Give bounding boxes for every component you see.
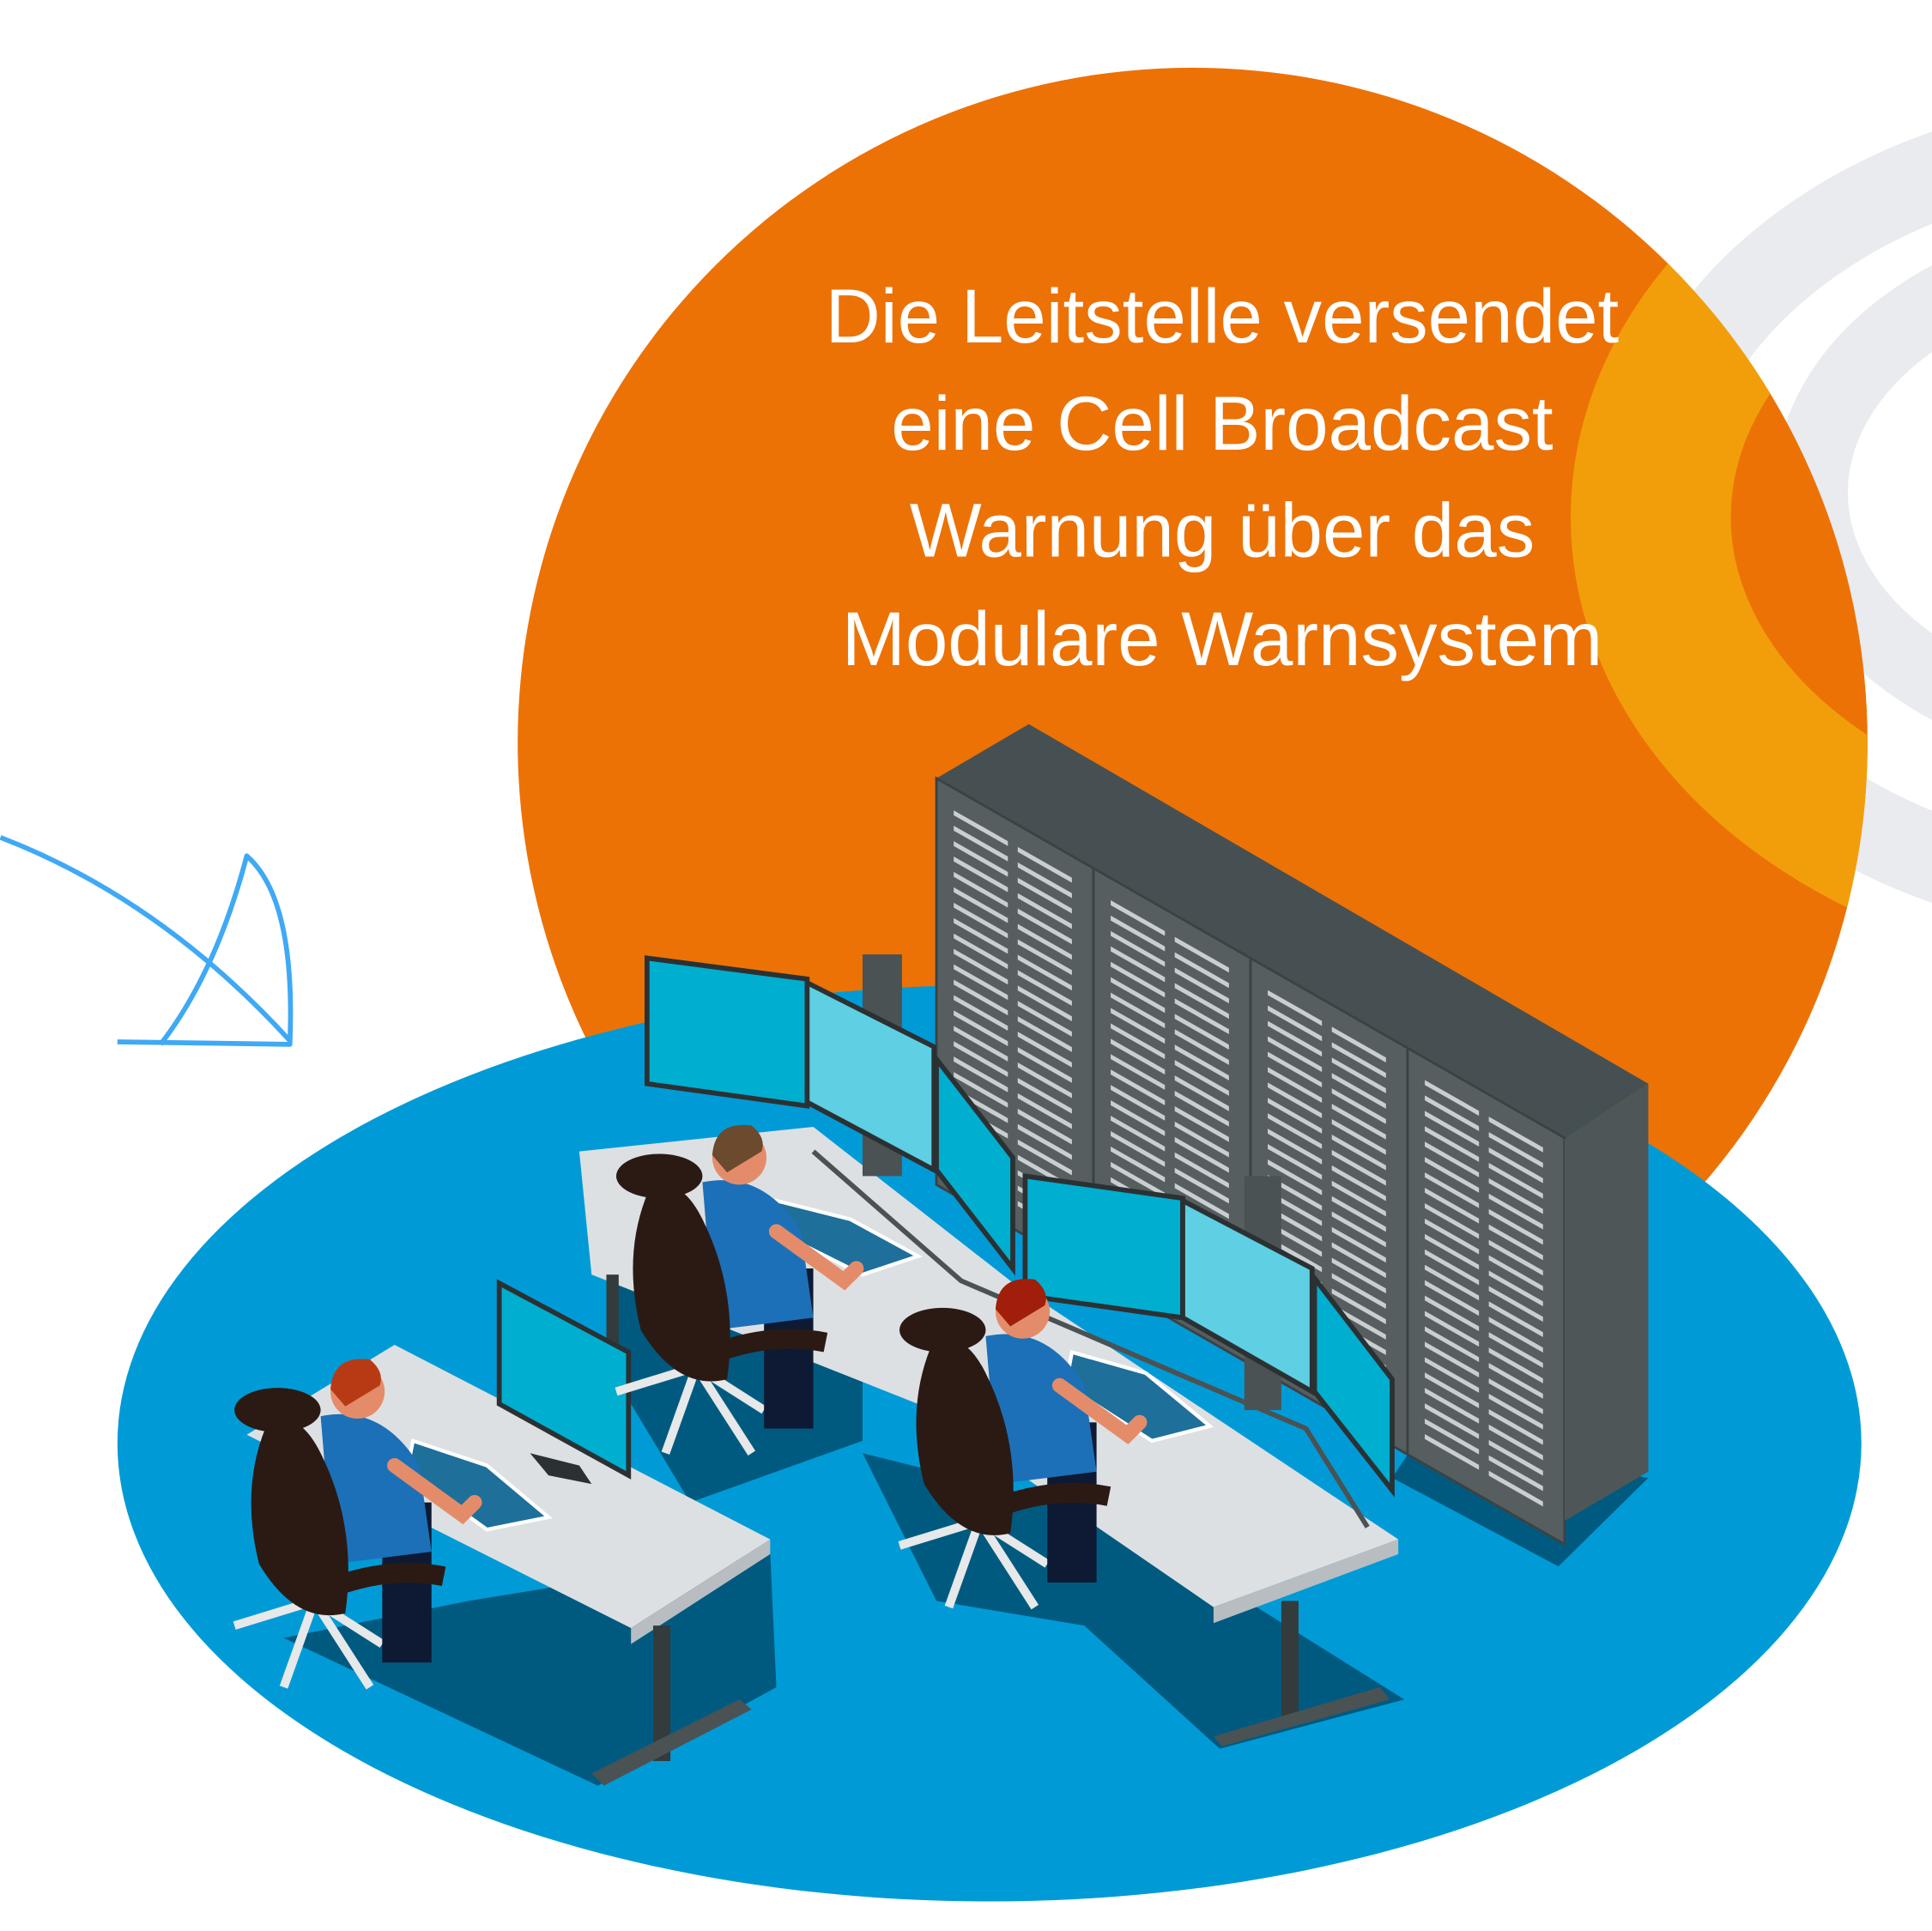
operator (898, 1279, 1148, 1610)
monitors (496, 954, 1395, 1498)
headline-line-2: eine Cell Broadcast (891, 380, 1553, 466)
headline-line-1: Die Leitstelle versendet (826, 273, 1620, 359)
headline: Die Leitstelle versendet eine Cell Broad… (826, 273, 1620, 681)
server-rack (1406, 1045, 1566, 1547)
signal-arcs-inside-circle (1571, 67, 1868, 979)
arrow-icon (0, 835, 294, 1047)
headline-line-3: Warnung über das (910, 487, 1535, 573)
monitor-screen (644, 955, 810, 1109)
operators (233, 1124, 1148, 1690)
headline-line-4: Modulare Warnsystem (842, 596, 1603, 681)
keyboards (404, 1198, 1214, 1532)
operator (233, 1359, 482, 1690)
monitor-screen (1022, 1173, 1185, 1321)
operator (615, 1124, 864, 1456)
rack-side (1564, 1083, 1649, 1522)
rack-top (936, 723, 1649, 1140)
monitor-screen (1311, 1271, 1395, 1498)
monitor-screen (496, 1279, 632, 1480)
monitor-screen (934, 1051, 1015, 1276)
